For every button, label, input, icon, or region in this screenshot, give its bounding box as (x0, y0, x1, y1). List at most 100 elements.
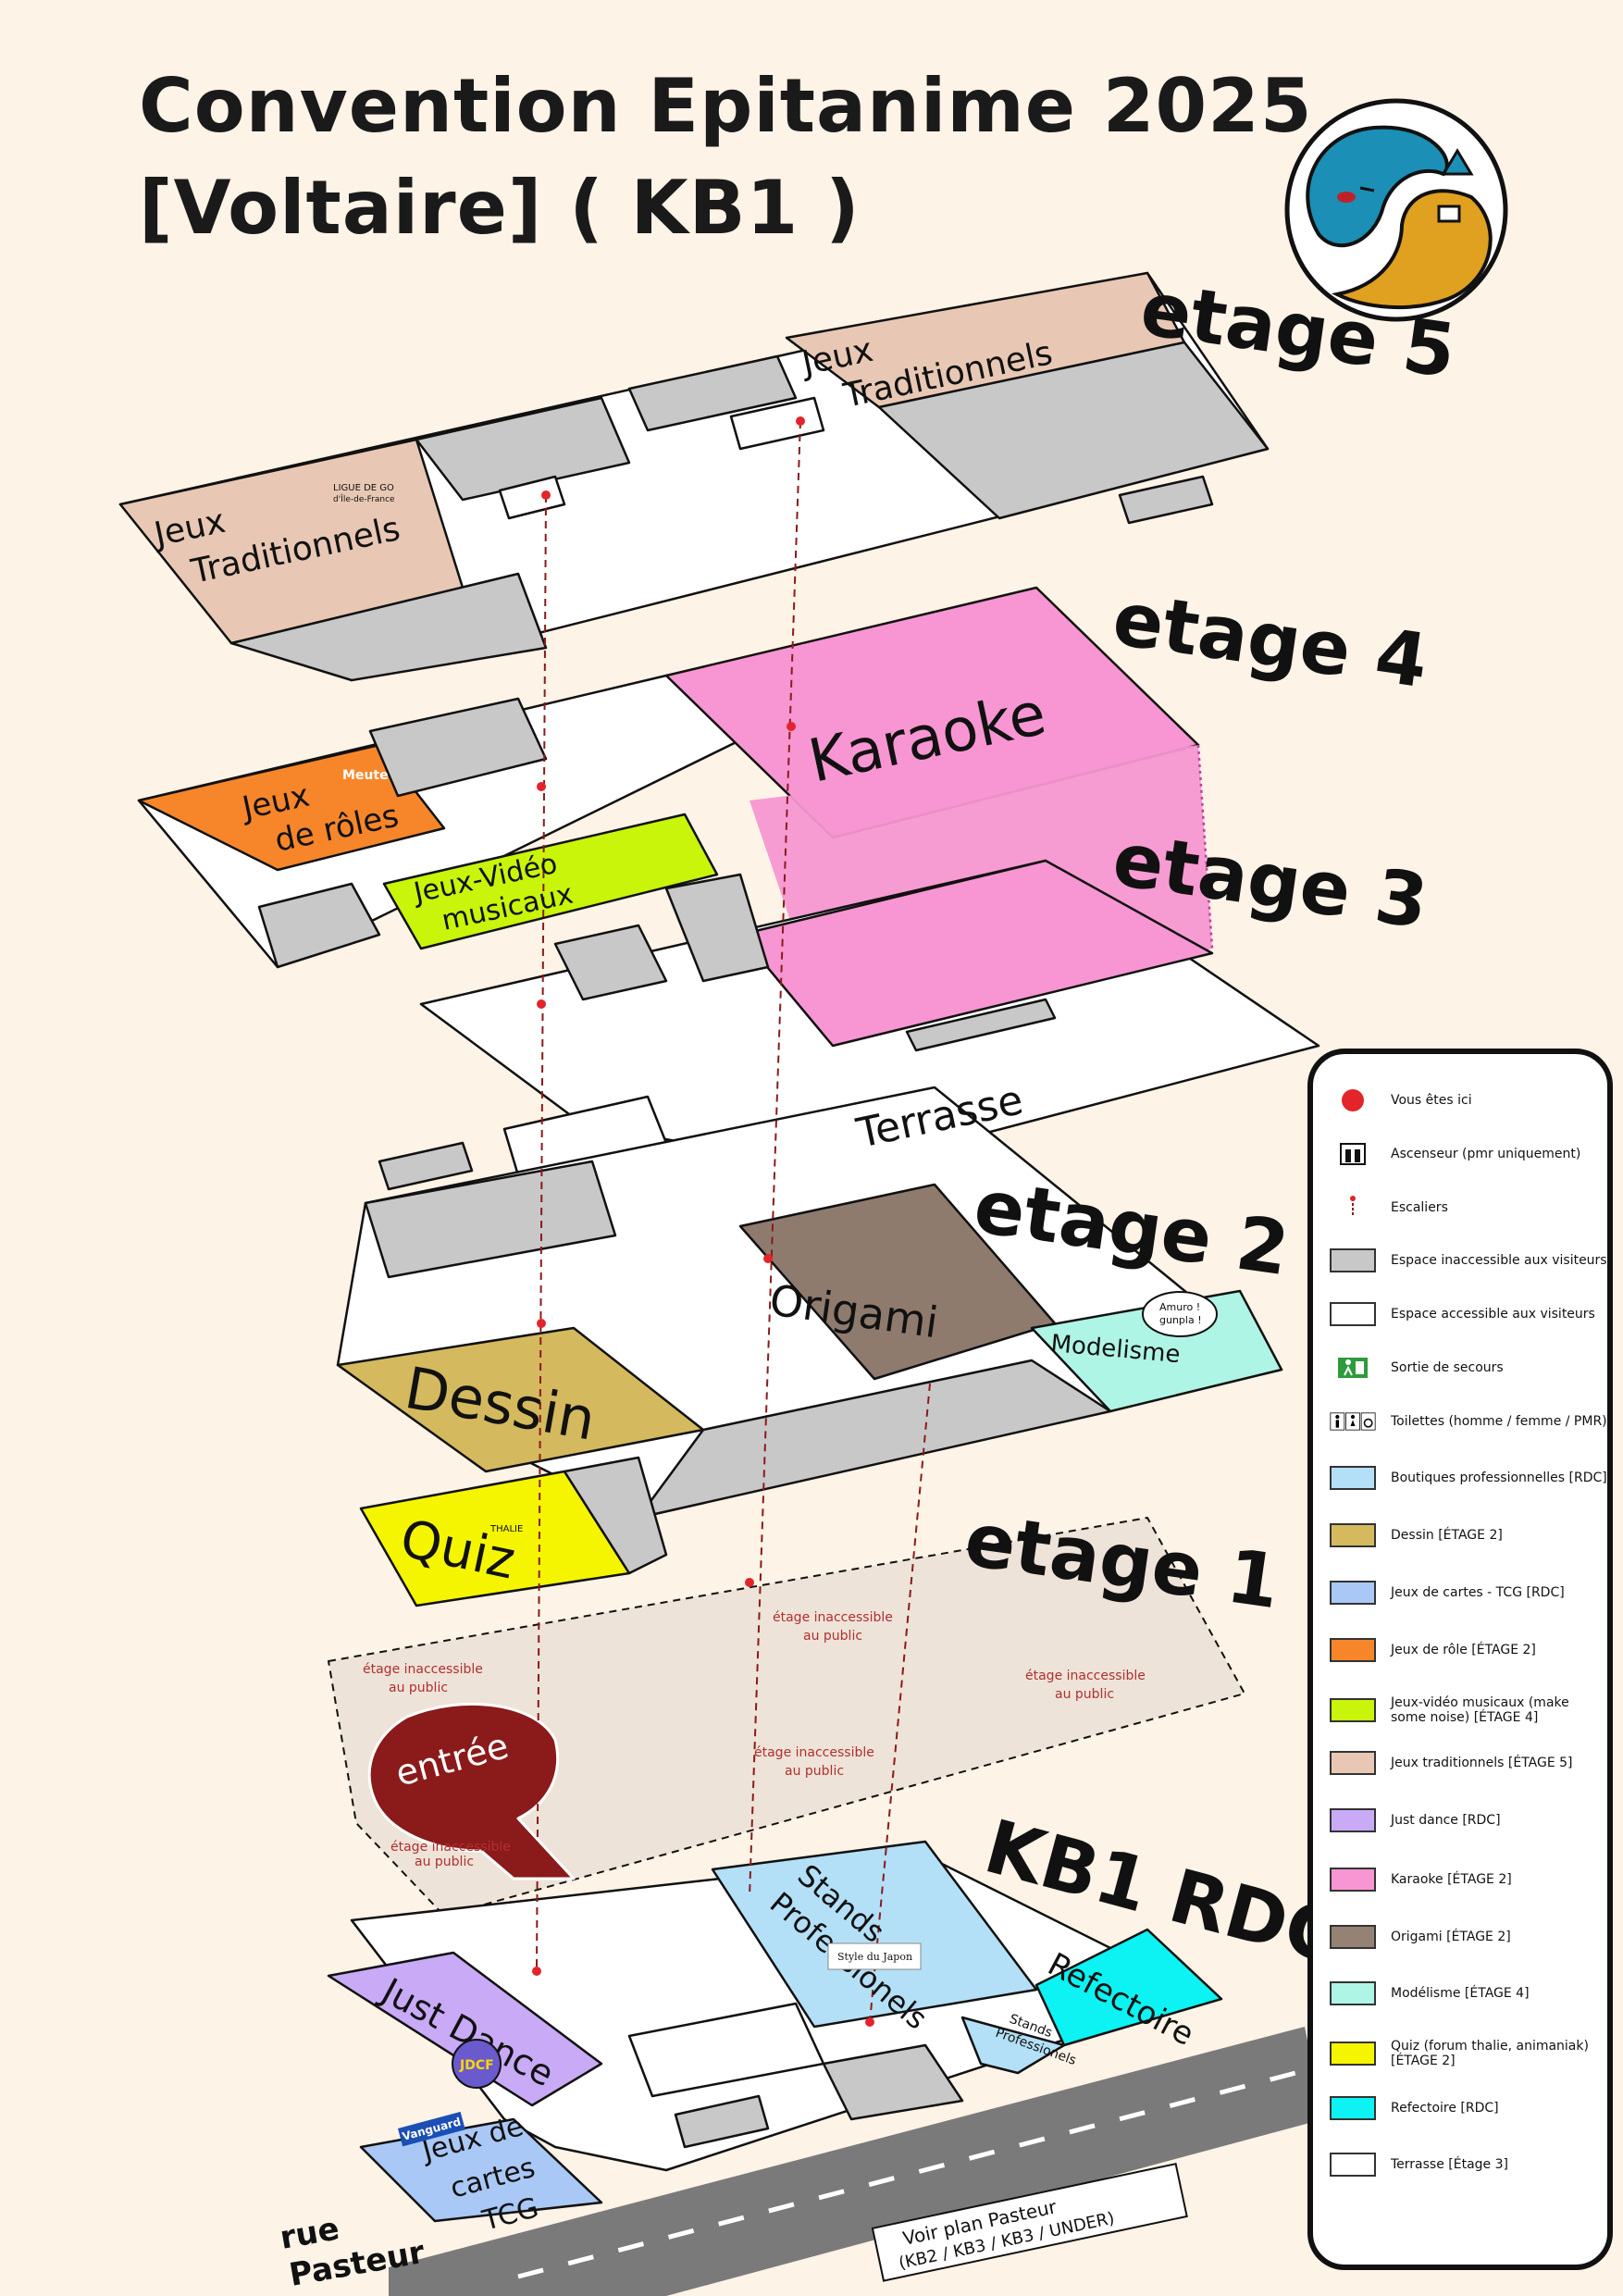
zone-jeux-roles (137, 743, 446, 872)
legend-item: Jeux de rôle [ÉTAGE 2] (1330, 1638, 1607, 1662)
inaccessible-4-line-2: au public (785, 1764, 844, 1779)
legend-swatch (1330, 2153, 1376, 2177)
legend-item: Vous êtes ici (1330, 1088, 1607, 1112)
legend-swatch (1330, 1808, 1376, 1832)
inaccessible-label-4: étage inaccessible au public (754, 1745, 874, 1779)
logo-jdcf: JDCF (452, 2039, 502, 2089)
legend-swatch (1330, 2096, 1376, 2120)
inaccessible-2-line-2: au public (803, 1629, 862, 1644)
legend-item: Just dance [RDC] (1330, 1808, 1607, 1832)
speech-bubble-amuro: Amuro ! gunpla ! (1142, 1291, 1218, 1337)
street-road (389, 2027, 1323, 2296)
legend-item: Terrasse [Étage 3] (1330, 2153, 1607, 2177)
legend-item: Quiz (forum thalie, animaniak) [ÉTAGE 2] (1330, 2039, 1607, 2068)
legend-label: Escaliers (1391, 1200, 1448, 1215)
amuro-line-1: Amuro ! (1159, 1301, 1200, 1313)
inaccessible-label-3: étage inaccessible au public (1025, 1669, 1146, 1702)
logo-style-japon-text: Style du Japon (837, 1951, 912, 1963)
legend-swatch (1330, 1248, 1376, 1272)
legend-label: Karaoke [ÉTAGE 2] (1391, 1872, 1512, 1887)
toilets-icon (1330, 1410, 1376, 1433)
floor-etage-3 (378, 859, 1320, 1191)
entrance-marker (367, 1702, 576, 1880)
logo-ligue-go-2: d'Île-de-France (333, 493, 395, 504)
label-etage-4: etage 4 (1108, 576, 1432, 705)
legend-item: Karaoke [ÉTAGE 2] (1330, 1868, 1607, 1892)
epitanime-logo (1284, 98, 1508, 322)
legend-item: Boutiques professionnelles [RDC] (1330, 1466, 1607, 1490)
legend-item: Espace accessible aux visiteurs (1330, 1302, 1607, 1326)
zone-jeux-video (382, 813, 719, 950)
legend-item: Espace inaccessible aux visiteurs (1330, 1248, 1607, 1272)
legend-item: Ascenseur (pmr uniquement) (1330, 1142, 1607, 1166)
stairs-icon (1330, 1196, 1376, 1220)
title-line-1: Convention Epitanime 2025 (139, 63, 1313, 149)
legend-label: Espace accessible aux visiteurs (1391, 1307, 1595, 1322)
legend-item: Jeux-vidéo musicaux (make some noise) [É… (1330, 1695, 1607, 1725)
emergency-exit-icon (1330, 1357, 1376, 1379)
legend-label: Sortie de secours (1391, 1360, 1504, 1375)
inaccessible-2-line-1: étage inaccessible (773, 1610, 893, 1625)
legend-label: Just dance [RDC] (1391, 1813, 1501, 1828)
floor-etage-2 (336, 1086, 1283, 1607)
logo-jdcf-text: JDCF (459, 2058, 494, 2073)
legend-label: Ascenseur (pmr uniquement) (1391, 1147, 1581, 1161)
legend-label: Espace inaccessible aux visiteurs (1391, 1253, 1607, 1268)
legend-item: Toilettes (homme / femme / PMR) (1330, 1410, 1607, 1433)
you-are-here-icon (1330, 1088, 1376, 1112)
logo-meute: Meute (342, 768, 389, 783)
legend-item: Sortie de secours (1330, 1357, 1607, 1379)
legend-swatch (1330, 1466, 1376, 1490)
legend-item: Origami [ÉTAGE 2] (1330, 1925, 1607, 1949)
inaccessible-4-line-1: étage inaccessible (754, 1745, 874, 1760)
legend-label: Jeux de rôle [ÉTAGE 2] (1391, 1643, 1536, 1657)
legend-item: Modélisme [ÉTAGE 4] (1330, 1981, 1607, 2005)
legend-label: Terrasse [Étage 3] (1391, 2157, 1508, 2172)
legend-label: Quiz (forum thalie, animaniak) [ÉTAGE 2] (1391, 2039, 1589, 2068)
inaccessible-label-2: étage inaccessible au public (773, 1610, 893, 1644)
legend-label: Jeux-vidéo musicaux (make some noise) [É… (1391, 1695, 1569, 1725)
logo-style-japon: Style du Japon (827, 1942, 922, 1970)
legend-label: Origami [ÉTAGE 2] (1391, 1930, 1511, 1944)
legend-item: Escaliers (1330, 1196, 1607, 1220)
inaccessible-label-1: étage inaccessible au public (363, 1662, 483, 1695)
inaccessible-5-line-2: au public (415, 1855, 474, 1869)
legend-label: Boutiques professionnelles [RDC] (1391, 1471, 1607, 1485)
legend-item: Refectoire [RDC] (1330, 2096, 1607, 2120)
inaccessible-1-line-2: au public (389, 1681, 448, 1695)
legend-label: Modélisme [ÉTAGE 4] (1391, 1986, 1530, 2001)
logo-thalie: THALIE (489, 1524, 523, 1534)
logo-ligue-go-1: LIGUE DE GO (333, 483, 394, 493)
legend-swatch (1330, 1523, 1376, 1547)
legend-swatch (1330, 1698, 1376, 1722)
legend-label: Vous êtes ici (1391, 1093, 1472, 1108)
stairs-connectors (536, 420, 931, 2023)
inaccessible-label-5: étage inaccessible au public (390, 1840, 511, 1869)
legend-swatch (1330, 2042, 1376, 2066)
inaccessible-5-line-1: étage inaccessible (390, 1840, 511, 1855)
legend-swatch (1330, 1638, 1376, 1662)
legend-item: Jeux de cartes - TCG [RDC] (1330, 1581, 1607, 1605)
elevator-icon (1330, 1142, 1376, 1166)
legend-swatch (1330, 1925, 1376, 1949)
floor-etage-1 (328, 1517, 1245, 1917)
legend-label: Jeux de cartes - TCG [RDC] (1391, 1585, 1565, 1600)
floor-rdc (327, 1840, 1223, 2223)
title-line-2: [Voltaire] ( KB1 ) (139, 165, 861, 251)
zone-refectoire (1035, 1928, 1223, 2047)
floor-etage-5 (118, 271, 1270, 682)
legend-label: Dessin [ÉTAGE 2] (1391, 1528, 1503, 1543)
legend-swatch (1330, 1751, 1376, 1775)
inaccessible-3-line-2: au public (1055, 1687, 1114, 1702)
zone-stands (711, 1840, 1038, 2029)
legend-swatch (1330, 1302, 1376, 1326)
legend-label: Refectoire [RDC] (1391, 2101, 1499, 2116)
legend-swatch (1330, 1868, 1376, 1892)
legend-swatch (1330, 1581, 1376, 1605)
map-title: Convention Epitanime 2025 [Voltaire] ( K… (139, 56, 1312, 259)
amuro-line-2: gunpla ! (1159, 1314, 1202, 1326)
legend-swatch (1330, 1981, 1376, 2005)
inaccessible-3-line-1: étage inaccessible (1025, 1669, 1146, 1683)
